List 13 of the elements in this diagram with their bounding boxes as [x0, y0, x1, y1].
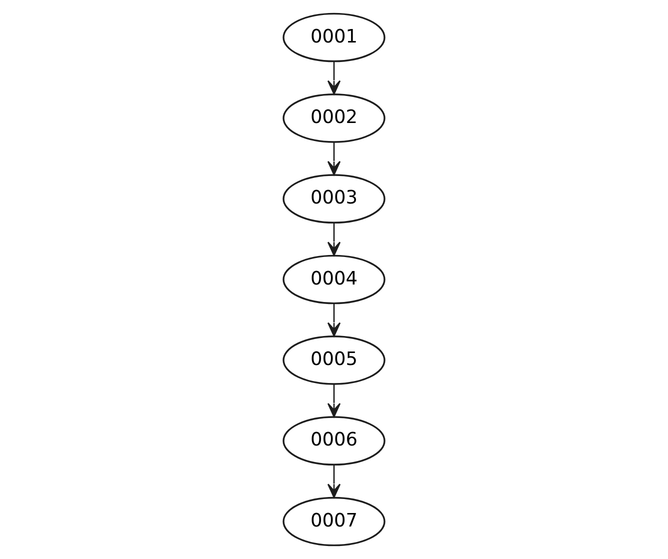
arrow	[327, 464, 341, 498]
node-ellipse: 0001	[282, 12, 386, 62]
node-ellipse: 0005	[282, 336, 386, 385]
node-ellipse: 0002	[282, 94, 386, 143]
node-ellipse: 0006	[282, 416, 386, 466]
arrow	[327, 384, 341, 418]
arrow	[327, 303, 341, 337]
node-ellipse: 0003	[282, 174, 386, 224]
arrow	[327, 142, 341, 176]
node-ellipse: 0007	[282, 496, 386, 546]
arrow	[327, 61, 341, 95]
arrow	[327, 222, 341, 256]
node-ellipse: 0004	[282, 254, 386, 304]
